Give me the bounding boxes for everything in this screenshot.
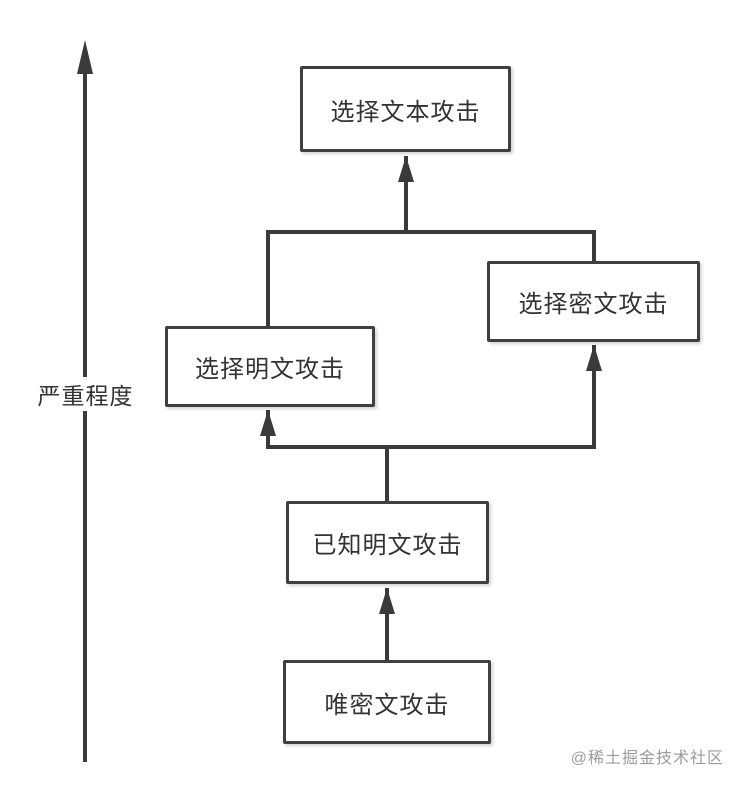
node-known-plaintext-attack: 已知明文攻击 xyxy=(286,501,489,584)
arrowhead-icon xyxy=(379,588,395,614)
node-label: 选择密文攻击 xyxy=(518,291,669,318)
watermark: @稀土掘金技术社区 xyxy=(570,750,724,767)
severity-axis xyxy=(77,40,93,762)
node-label: 选择明文攻击 xyxy=(195,356,345,383)
node-chosen-text-attack: 选择文本攻击 xyxy=(300,66,511,152)
node-label: 唯密文攻击 xyxy=(324,691,450,719)
node-label: 选择文本攻击 xyxy=(330,98,481,126)
edge-upper-tree xyxy=(266,156,596,327)
axis-arrowhead-icon xyxy=(77,40,93,74)
edge-middle-tree xyxy=(260,345,602,501)
arrowhead-icon xyxy=(260,410,276,436)
node-chosen-plaintext-attack: 选择明文攻击 xyxy=(165,326,375,407)
node-label: 已知明文攻击 xyxy=(312,532,463,559)
arrowhead-icon xyxy=(586,345,602,371)
node-chosen-ciphertext-attack: 选择密文攻击 xyxy=(487,261,700,342)
node-ciphertext-only-attack: 唯密文攻击 xyxy=(283,660,491,744)
edge-lower xyxy=(379,588,395,660)
axis-label-severity: 严重程度 xyxy=(28,377,143,411)
arrowhead-icon xyxy=(398,156,414,182)
